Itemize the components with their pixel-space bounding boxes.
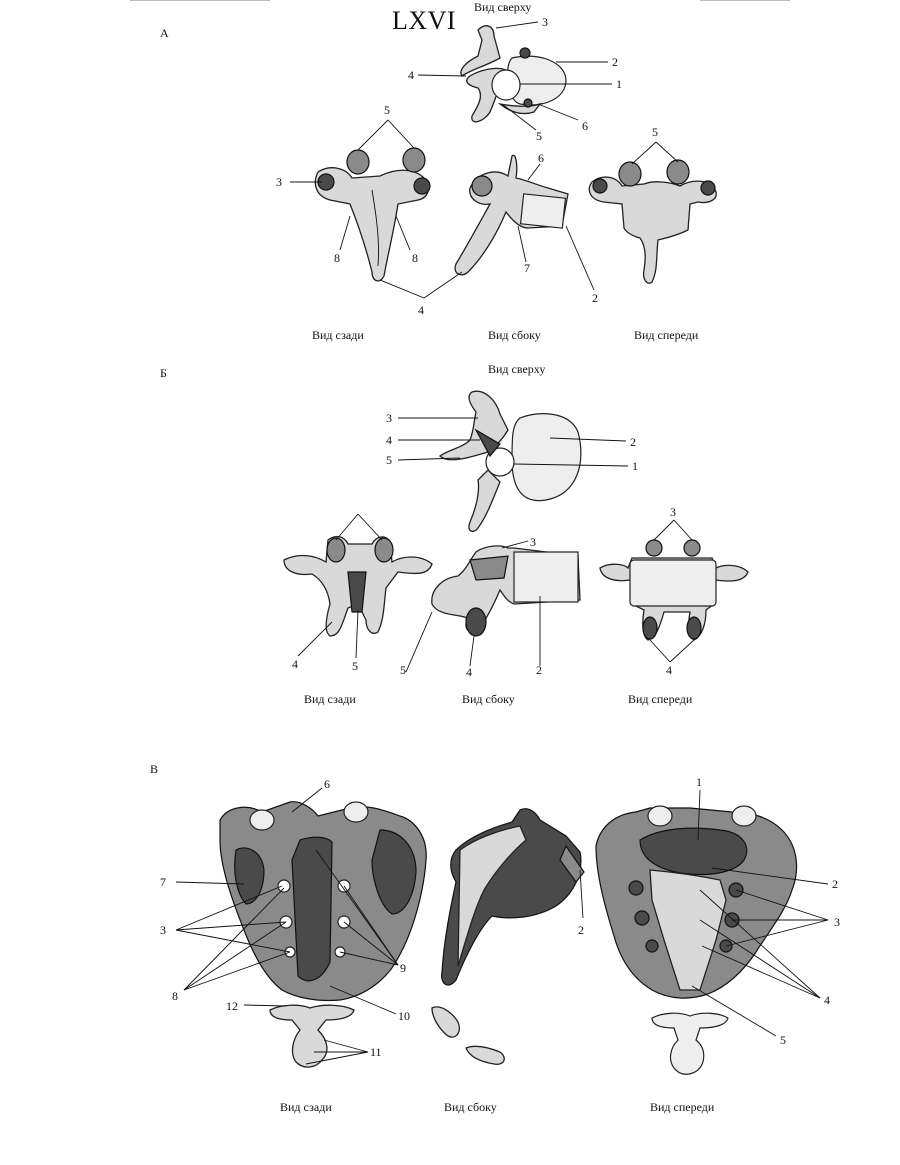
v-front-label: 5 xyxy=(780,1033,786,1047)
b-top-view-caption: Вид сверху xyxy=(488,362,546,376)
b-side-label: 2 xyxy=(536,663,542,677)
a-side-view-vertebra xyxy=(454,154,569,276)
b-back-view-caption: Вид сзади xyxy=(304,692,356,706)
a-back-label: 3 xyxy=(276,175,282,189)
b-front-view-caption: Вид спереди xyxy=(628,692,693,706)
b-side-view-caption: Вид сбоку xyxy=(462,692,515,706)
a-top-label: 1 xyxy=(616,77,622,91)
v-back-label: 10 xyxy=(398,1009,410,1023)
v-side-label: 2 xyxy=(578,923,584,937)
v-back-label: 7 xyxy=(160,875,166,889)
b-top-label: 2 xyxy=(630,435,636,449)
a-top-label: 6 xyxy=(582,119,588,133)
b-front-label: 3 xyxy=(670,505,676,519)
a-top-view-vertebra xyxy=(460,25,567,123)
a-top-label: 5 xyxy=(536,129,542,143)
b-back-label: 4 xyxy=(292,657,298,671)
a-front-view-vertebra xyxy=(588,159,717,284)
b-back-label: 5 xyxy=(352,659,358,673)
a-top-label: 3 xyxy=(542,15,548,29)
a-back-label: 5 xyxy=(384,103,390,117)
b-side-label: 3 xyxy=(530,535,536,549)
a-top-view-caption: Вид сверху xyxy=(474,0,532,14)
v-back-view-sacrum xyxy=(219,801,427,1068)
a-leader-lines xyxy=(290,21,679,299)
v-front-view-sacrum xyxy=(595,805,798,1075)
a-back-label: 8 xyxy=(334,251,340,265)
v-back-label: 9 xyxy=(400,961,406,975)
b-top-view-vertebra xyxy=(439,390,582,533)
a-side-view-caption: Вид сбоку xyxy=(488,328,541,342)
b-front-view-vertebra xyxy=(599,539,749,641)
b-top-label: 4 xyxy=(386,433,392,447)
v-leader-lines xyxy=(175,787,829,1065)
a-front-label: 5 xyxy=(652,125,658,139)
a-top-label: 4 xyxy=(408,68,414,82)
v-back-label: 12 xyxy=(226,999,238,1013)
a-side-label: 2 xyxy=(592,291,598,305)
b-top-label: 5 xyxy=(386,453,392,467)
b-front-label: 4 xyxy=(666,663,672,677)
a-side-label: 6 xyxy=(538,151,544,165)
v-back-view-caption: Вид сзади xyxy=(280,1100,332,1114)
v-back-label: 8 xyxy=(172,989,178,1003)
b-side-view-vertebra xyxy=(431,545,581,637)
plate-title: LXVI xyxy=(392,6,457,35)
b-top-label: 3 xyxy=(386,411,392,425)
v-side-view-sacrum xyxy=(431,808,585,1065)
v-front-label: 3 xyxy=(834,915,840,929)
v-front-label: 4 xyxy=(824,993,830,1007)
v-side-view-caption: Вид сбоку xyxy=(444,1100,497,1114)
v-front-view-caption: Вид спереди xyxy=(650,1100,715,1114)
v-back-label: 6 xyxy=(324,777,330,791)
section-a-letter: А xyxy=(160,26,169,40)
a-front-view-caption: Вид спереди xyxy=(634,328,699,342)
scan-edge-line xyxy=(700,0,790,1)
b-back-view-vertebra xyxy=(283,535,433,637)
section-b-letter: Б xyxy=(160,366,167,380)
section-v-letter: В xyxy=(150,762,159,776)
v-front-label: 1 xyxy=(696,775,702,789)
b-leader-lines xyxy=(297,417,695,673)
b-side-label: 5 xyxy=(400,663,406,677)
v-back-label: 3 xyxy=(160,923,166,937)
a-back-view-caption: Вид сзади xyxy=(312,328,364,342)
v-back-label: 11 xyxy=(370,1045,382,1059)
b-top-label: 1 xyxy=(632,459,638,473)
a-back-label: 8 xyxy=(412,251,418,265)
a-side-label: 7 xyxy=(524,261,530,275)
a-top-label: 2 xyxy=(612,55,618,69)
v-front-label: 2 xyxy=(832,877,838,891)
b-side-label: 4 xyxy=(466,665,472,679)
scan-edge-line xyxy=(130,0,270,1)
a-back-label: 4 xyxy=(418,303,424,317)
